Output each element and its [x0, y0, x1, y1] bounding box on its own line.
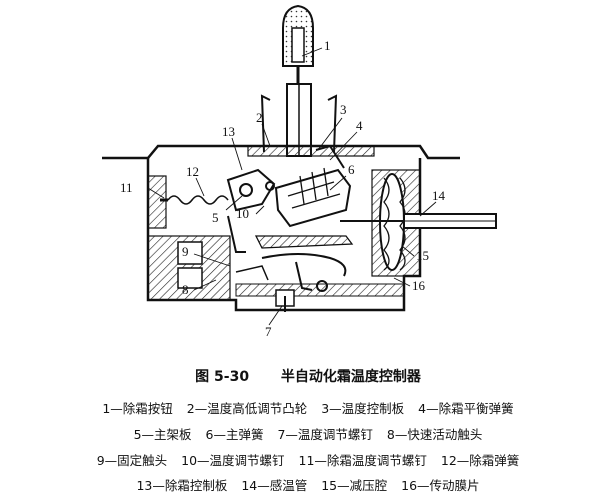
leader-lines [147, 47, 437, 326]
callout-14: 14 [432, 188, 446, 203]
callout-4: 4 [356, 118, 363, 133]
legend-item: 13—除霜控制板 [136, 478, 228, 493]
callout-labels: 1 2 3 4 5 6 7 8 9 10 11 12 13 14 15 16 [120, 38, 446, 339]
legend-item: 14—感温管 [241, 478, 308, 493]
thermostat-diagram: 1 2 3 4 5 6 7 8 9 10 11 12 13 14 15 16 [102, 4, 497, 339]
callout-10: 10 [236, 206, 249, 221]
legend-item: 6—主弹簧 [205, 427, 264, 442]
callout-16: 16 [412, 278, 426, 293]
legend-item: 5—主架板 [133, 427, 192, 442]
callout-7: 7 [265, 324, 272, 339]
legend-item: 7—温度调节螺钉 [277, 427, 373, 442]
legend-item: 15—减压腔 [321, 478, 388, 493]
legend-item: 11—除霜温度调节螺钉 [298, 453, 427, 468]
legend-item: 4—除霜平衡弹簧 [418, 401, 514, 416]
callout-2: 2 [256, 110, 263, 125]
legend-item: 8—快速活动触头 [386, 427, 483, 442]
legend-item: 9—固定触头 [96, 453, 168, 468]
callout-13: 13 [222, 124, 235, 139]
mounting-flange [102, 144, 460, 160]
legend-item: 3—温度控制板 [321, 401, 405, 416]
figure-title: 半自动化霜温度控制器 [280, 369, 421, 385]
adjust-screw-bottom [275, 289, 295, 312]
defrost-spring [160, 195, 229, 205]
legend-item: 1—除霜按钮 [102, 401, 173, 416]
callout-1: 1 [324, 38, 331, 53]
legend-row: 13—除霜控制板 14—感温管 15—减压腔 16—传动膜片 [0, 475, 616, 494]
callout-5: 5 [212, 210, 219, 225]
legend-item: 2—温度高低调节凸轮 [186, 401, 308, 416]
callout-11: 11 [120, 180, 133, 195]
callout-6: 6 [348, 162, 355, 177]
legend-row: 1—除霜按钮 2—温度高低调节凸轮 3—温度控制板 4—除霜平衡弹簧 [0, 398, 616, 417]
figure-number: 图 5-30 [195, 369, 250, 385]
defrost-knob [282, 4, 314, 96]
callout-9: 9 [182, 244, 189, 259]
callout-15: 15 [416, 248, 429, 263]
legend-item: 16—传动膜片 [401, 478, 480, 493]
callout-8: 8 [182, 282, 189, 297]
callout-3: 3 [340, 102, 347, 117]
figure-caption: 图 5-30 半自动化霜温度控制器 [0, 366, 616, 386]
legend-item: 12—除霜弹簧 [440, 453, 520, 468]
legend-row: 5—主架板 6—主弹簧 7—温度调节螺钉 8—快速活动触头 [0, 424, 616, 443]
lever-mechanism [226, 144, 354, 292]
housing [146, 158, 422, 312]
callout-12: 12 [186, 164, 199, 179]
legend-item: 10—温度调节螺钉 [181, 453, 285, 468]
capillary-tube [340, 213, 497, 229]
legend-row: 9—固定触头 10—温度调节螺钉 11—除霜温度调节螺钉 12—除霜弹簧 [0, 450, 616, 469]
